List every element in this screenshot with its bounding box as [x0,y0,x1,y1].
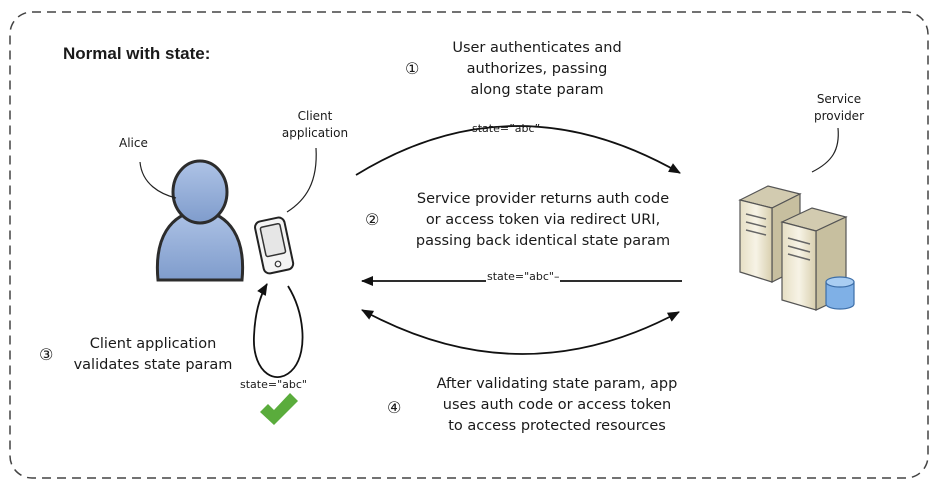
actor-label-provider: Service provider [806,91,872,125]
person-icon [155,159,245,282]
provider-label-line: Service [816,92,862,106]
diagram-heading: Normal with state: [63,44,211,63]
step-text-4: After validating state param, app uses a… [412,374,702,437]
step-line: or access token via redirect URI, [425,212,661,228]
step-number-4: ④ [387,398,402,417]
arrow-step4 [361,309,680,355]
client-leader-line [286,147,317,213]
validation-loop-arrow [253,283,304,378]
step-number-1: ① [405,59,420,78]
provider-label-line: provider [814,109,864,123]
checkmark-icon [260,393,298,425]
step-line: User authenticates and [452,40,622,56]
step-line: authorizes, passing [466,61,608,77]
step-text-2: Service provider returns auth code or ac… [378,189,708,252]
step-line: After validating state param, app [436,376,678,392]
client-label-line: Client [297,109,333,123]
step-number-3: ③ [39,345,54,364]
alice-leader-line [139,161,177,199]
provider-leader-line [811,127,839,173]
state-param-response: state="abc"– [486,270,561,283]
step-line: along state param [470,82,604,98]
step-line: Client application [89,336,217,352]
actor-label-alice: Alice [119,136,148,150]
step-number-2: ② [365,210,380,229]
dashed-frame [9,11,929,479]
state-param-validate: state="abc" [240,378,307,391]
step-line: passing back identical state param [415,233,671,249]
step-text-1: User authenticates and authorizes, passi… [432,38,642,101]
step-line: to access protected resources [448,418,666,434]
mobile-device-icon [254,216,295,275]
step-line: validates state param [73,357,233,373]
client-label-line: application [281,126,349,140]
actor-label-client: Client application [280,108,350,142]
step-line: Service provider returns auth code [416,191,670,207]
arrow-step1 [355,125,681,176]
state-param-request: state=”abc” [472,122,541,135]
step-line: uses auth code or access token [442,397,672,413]
step-text-3: Client application validates state param [58,334,248,376]
database-icon [825,276,855,310]
